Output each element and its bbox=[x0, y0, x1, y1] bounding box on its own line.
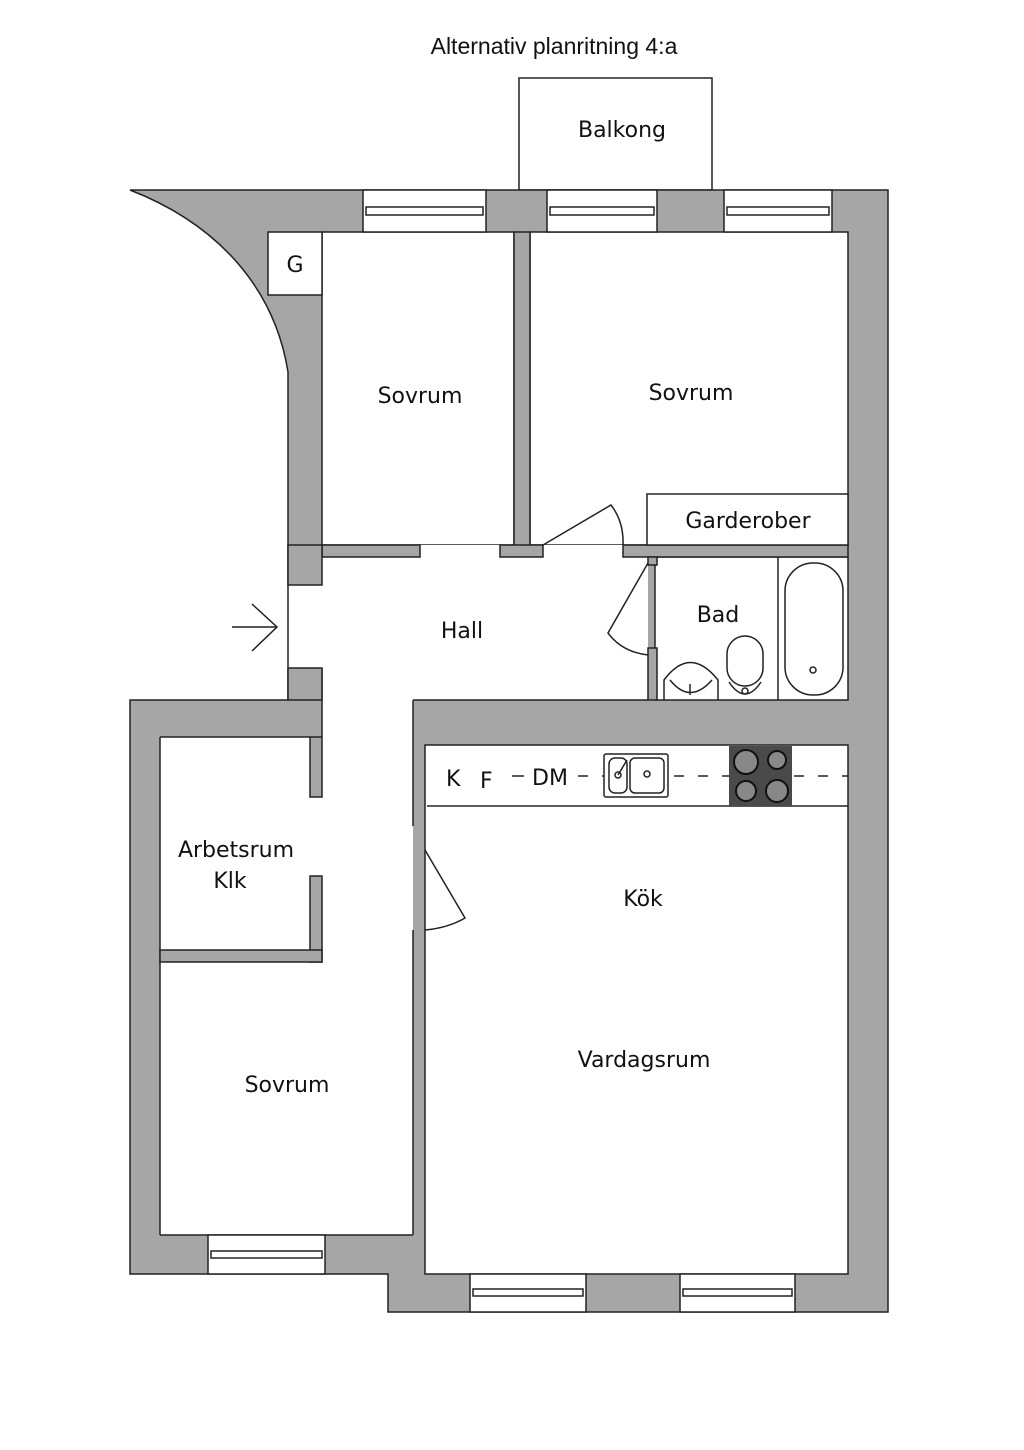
hall-label: Hall bbox=[441, 619, 483, 644]
window bbox=[723, 189, 833, 233]
kitchen-counter: K F DM bbox=[427, 746, 848, 807]
wall-segment bbox=[159, 949, 323, 963]
bedroom-2-floor bbox=[529, 231, 849, 546]
entrance-opening[interactable] bbox=[285, 585, 325, 668]
door-bedroom-2[interactable] bbox=[542, 504, 624, 546]
wall-segment bbox=[309, 875, 323, 963]
storage-g bbox=[267, 231, 323, 296]
door-bathroom[interactable] bbox=[607, 562, 649, 656]
plan-title: Alternativ planritning 4:a bbox=[431, 33, 678, 59]
balcony: Balkong bbox=[518, 77, 713, 191]
door-kitchen[interactable] bbox=[424, 849, 467, 931]
fridge-label: K bbox=[446, 767, 461, 792]
wall-segment bbox=[287, 544, 323, 586]
stove-icon bbox=[729, 746, 792, 806]
bedroom-1-label: Sovrum bbox=[378, 384, 463, 409]
window bbox=[546, 189, 658, 233]
wall-segment bbox=[287, 667, 323, 701]
hall-floor bbox=[322, 545, 648, 700]
wall-segment bbox=[647, 647, 658, 701]
office-label: Arbetsrum bbox=[178, 838, 294, 863]
window bbox=[469, 1273, 587, 1313]
windows bbox=[207, 189, 833, 1313]
wardrobes-label: Garderober bbox=[685, 509, 811, 534]
wall-segment bbox=[499, 544, 544, 558]
toilet-icon bbox=[726, 635, 764, 695]
living-room-label: Vardagsrum bbox=[578, 1048, 711, 1073]
kitchen-label: Kök bbox=[623, 887, 663, 912]
wall-segment bbox=[309, 736, 323, 798]
window bbox=[207, 1234, 326, 1275]
bathroom-label: Bad bbox=[697, 603, 740, 628]
bathroom-floor bbox=[654, 556, 849, 701]
bedroom-2-label: Sovrum bbox=[649, 381, 734, 406]
entrance-arrow-icon bbox=[232, 603, 279, 652]
storage-label: G bbox=[286, 253, 303, 278]
window bbox=[362, 189, 487, 233]
corridor-floor bbox=[160, 737, 413, 1235]
bathtub-icon bbox=[777, 557, 844, 700]
freezer-label: F bbox=[480, 769, 493, 794]
wall-segment bbox=[622, 544, 849, 558]
kitchen-sink-icon bbox=[603, 753, 669, 798]
dishwasher-label: DM bbox=[532, 766, 568, 791]
sink-icon bbox=[663, 661, 719, 700]
wall-segment bbox=[321, 544, 421, 558]
window bbox=[679, 1273, 796, 1313]
wall-between-bedrooms bbox=[513, 231, 531, 553]
kitchen-living-floor bbox=[424, 744, 849, 1275]
office-sublabel: Klk bbox=[213, 869, 247, 894]
balcony-label: Balkong bbox=[578, 118, 666, 143]
bedroom-3-label: Sovrum bbox=[245, 1073, 330, 1098]
wall-segment bbox=[647, 556, 658, 566]
wardrobes bbox=[646, 493, 849, 546]
